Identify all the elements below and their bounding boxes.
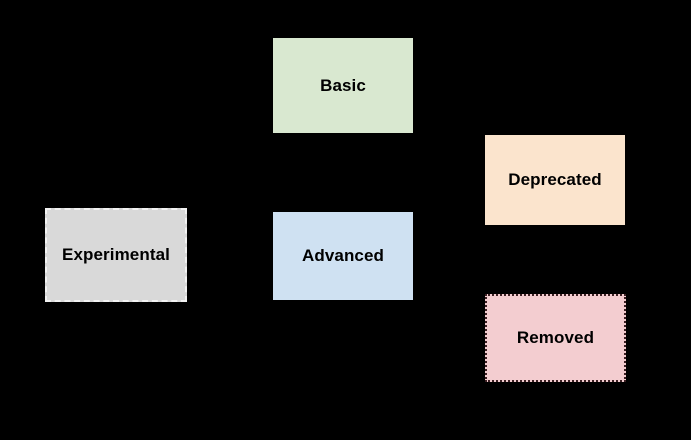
node-basic-label: Basic: [320, 75, 366, 95]
node-advanced-label: Advanced: [301, 246, 385, 266]
node-experimental[interactable]: Experimental: [45, 208, 187, 302]
node-advanced[interactable]: Advanced: [273, 212, 413, 300]
node-experimental-label: Experimental: [62, 245, 170, 265]
node-deprecated-label: Deprecated: [508, 170, 602, 190]
node-deprecated[interactable]: Deprecated: [485, 135, 625, 225]
node-basic[interactable]: Basic: [273, 38, 413, 133]
node-removed-label: Removed: [516, 328, 595, 348]
node-removed[interactable]: Removed: [485, 294, 626, 382]
